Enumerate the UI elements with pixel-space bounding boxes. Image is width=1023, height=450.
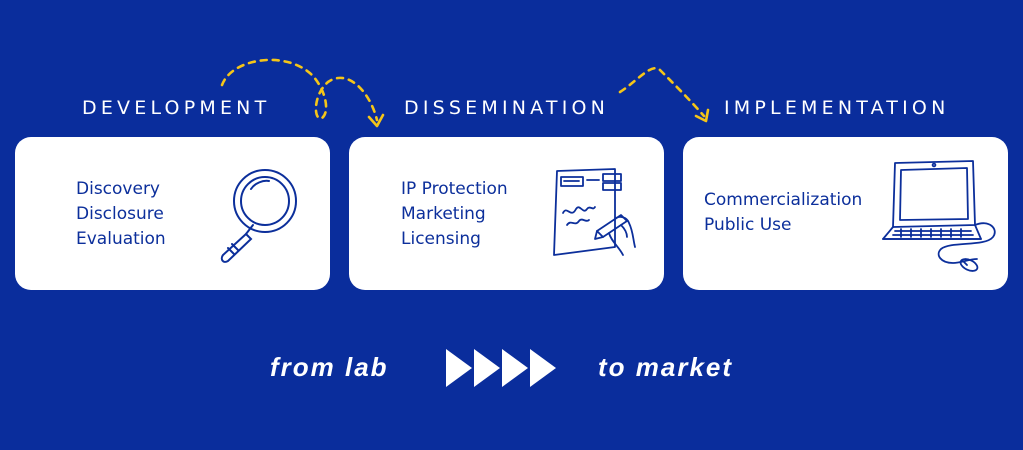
- list-item: Licensing: [401, 229, 481, 249]
- list-item: Marketing: [401, 204, 486, 224]
- arrowhead-1: [367, 113, 385, 128]
- laptop-icon: [882, 160, 996, 272]
- arrowhead-2: [694, 108, 710, 123]
- list-item: Public Use: [704, 215, 792, 235]
- list-item: Discovery: [76, 179, 160, 199]
- stage-card-implementation: Commercialization Public Use: [683, 137, 1008, 290]
- magnifying-glass-icon: [220, 169, 297, 263]
- tagline-to: to market: [598, 352, 734, 382]
- stage-label-dissemination: DISSEMINATION: [404, 97, 610, 119]
- list-item: Evaluation: [76, 229, 166, 249]
- stage-items-development: Discovery Disclosure Evaluation: [76, 177, 166, 252]
- list-item: Commercialization: [704, 190, 863, 210]
- stage-label-implementation: IMPLEMENTATION: [724, 97, 950, 119]
- chevrons-right-icon: [446, 349, 556, 387]
- connector-arrows: [220, 58, 710, 128]
- stage-label-development: DEVELOPMENT: [82, 97, 271, 119]
- list-item: Disclosure: [76, 204, 164, 224]
- list-item: IP Protection: [401, 179, 508, 199]
- arrow-dissemination-to-implementation: [618, 66, 706, 118]
- stage-items-implementation: Commercialization Public Use: [704, 188, 862, 238]
- arrow-development-to-dissemination: [220, 58, 379, 122]
- stage-items-dissemination: IP Protection Marketing Licensing: [401, 177, 508, 252]
- stage-card-development: Discovery Disclosure Evaluation: [15, 137, 330, 290]
- tagline-from: from lab: [270, 352, 389, 382]
- document-signing-icon: [553, 168, 636, 256]
- stage-card-dissemination: IP Protection Marketing Licensing: [349, 137, 664, 290]
